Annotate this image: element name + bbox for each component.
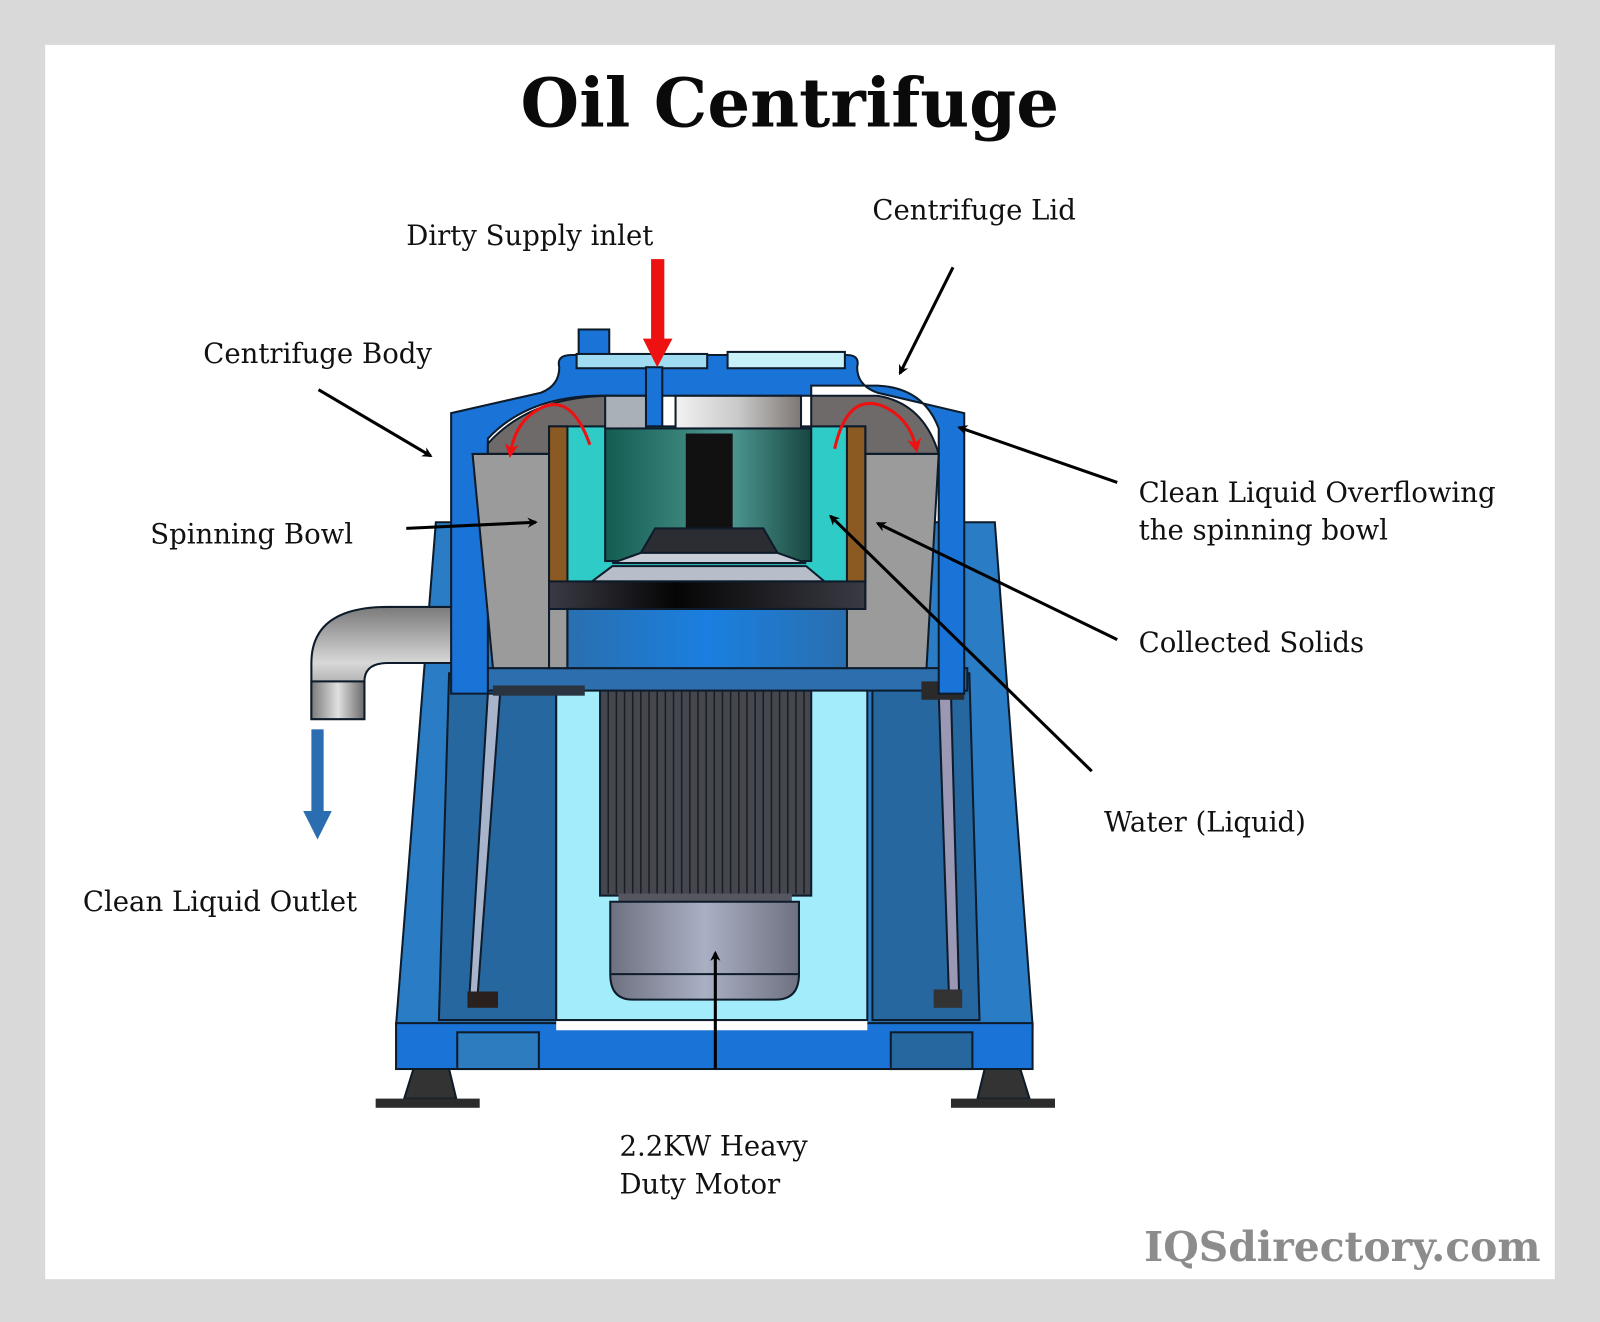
label-clean-liquid-outlet: Clean Liquid Outlet xyxy=(83,886,357,918)
watermark-logo: IQSdirectory.com xyxy=(1144,1223,1540,1271)
arrow-centrifuge-lid xyxy=(898,266,955,376)
motor-neck xyxy=(618,893,792,902)
disc-stack-bottom xyxy=(588,565,828,583)
left-foot-plate xyxy=(375,1098,480,1108)
left-leg xyxy=(402,1068,458,1100)
arrow-clean-liquid-overflow xyxy=(957,425,1118,484)
left-rod-foot xyxy=(467,991,499,1008)
label-centrifuge-lid: Centrifuge Lid xyxy=(872,194,1075,226)
label-spinning-bowl: Spinning Bowl xyxy=(150,519,353,551)
overflow-arrow-right xyxy=(833,401,922,453)
left-bracket xyxy=(492,685,585,696)
disc-stack-top xyxy=(639,527,780,554)
right-foot-plate xyxy=(950,1098,1056,1108)
label-motor-1: 2.2KW Heavy xyxy=(619,1131,808,1163)
bowl-drive-block xyxy=(566,607,848,670)
right-leg xyxy=(976,1068,1031,1100)
outlet-arrow xyxy=(303,729,332,840)
label-clean-liquid-overflowing-1: Clean Liquid Overflowing xyxy=(1139,477,1496,509)
base-block-left xyxy=(456,1031,540,1071)
arrow-spinning-bowl xyxy=(406,517,538,530)
base-block-right xyxy=(889,1031,974,1071)
motor-fin-lines xyxy=(607,683,805,894)
disc-stack-mid xyxy=(611,551,807,565)
outlet-pipe-mouth xyxy=(310,680,366,721)
right-rod-foot xyxy=(933,989,963,1008)
label-collected-solids: Collected Solids xyxy=(1139,627,1365,659)
arrow-collected-solids xyxy=(875,521,1118,641)
collected-solids-right xyxy=(845,425,867,586)
inlet-arrow xyxy=(642,259,673,368)
arrow-water xyxy=(829,514,1093,773)
overflow-arrow-left xyxy=(504,403,592,458)
feed-tube xyxy=(604,394,647,430)
centrifuge-lid xyxy=(450,353,966,695)
diagram-title: Oil Centrifuge xyxy=(521,63,1059,142)
right-column xyxy=(871,672,981,1022)
label-centrifuge-body: Centrifuge Body xyxy=(203,338,432,370)
inlet-tube xyxy=(644,366,664,428)
bowl-housing-bottom-left xyxy=(548,607,569,670)
centrifuge-machine xyxy=(310,328,1056,1108)
lid-knob xyxy=(577,328,611,357)
label-dirty-supply-inlet: Dirty Supply inlet xyxy=(406,220,653,252)
label-motor-2: Duty Motor xyxy=(619,1168,781,1200)
lid-port xyxy=(726,350,846,370)
label-water-liquid: Water (Liquid) xyxy=(1104,806,1306,838)
shaft xyxy=(685,433,733,531)
bowl-base xyxy=(548,580,867,610)
arrow-centrifuge-body xyxy=(317,388,433,458)
label-clean-liquid-overflowing-2: the spinning bowl xyxy=(1139,515,1388,547)
inlet-port xyxy=(575,352,709,370)
bowl-cap xyxy=(674,394,803,430)
motor-cap xyxy=(609,900,801,1001)
collected-solids-left xyxy=(548,425,569,586)
base-gap xyxy=(556,1020,868,1031)
